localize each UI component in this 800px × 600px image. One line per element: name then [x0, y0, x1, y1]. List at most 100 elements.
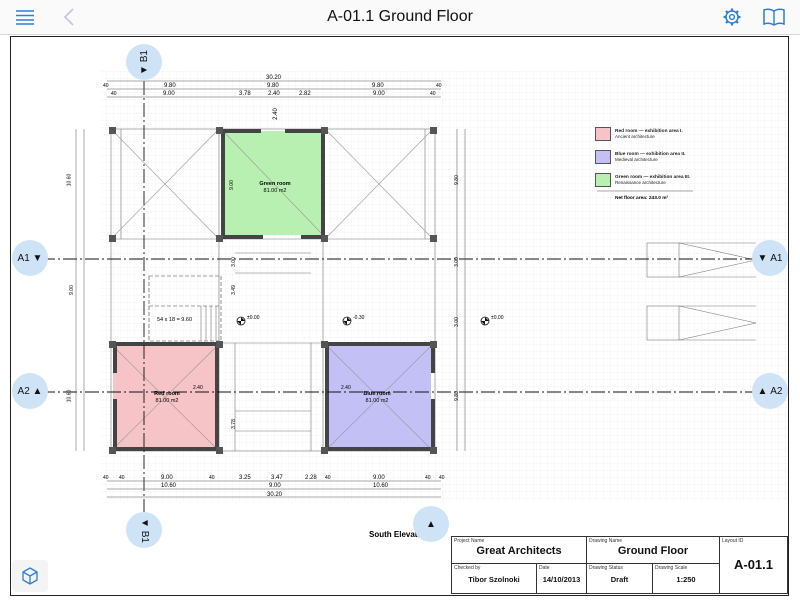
dim-top-r1-4: 40	[436, 83, 442, 89]
book-icon[interactable]	[759, 2, 789, 32]
marker-b1-top-label: B1	[138, 49, 150, 62]
dim-top-r1-0: 40	[103, 83, 109, 89]
dim-left-1: 9.00	[68, 285, 75, 295]
dim-door: 2.40	[272, 108, 279, 120]
dim-misc-3: 9.00	[228, 180, 235, 190]
tb-layout-id-value: A-01.1	[733, 557, 774, 572]
dim-top-r1-1: 9.80	[164, 83, 176, 89]
tb-checked-by-value: Tibor Szolnoki	[468, 575, 520, 584]
tb-date-value: 14/10/2013	[542, 575, 581, 584]
dim-bot-r2-2: 10.60	[373, 483, 389, 489]
level-1: -0.30	[353, 315, 365, 321]
dim-top-r2-5: 9.00	[373, 91, 385, 97]
dim-top-r1-2: 9.80	[267, 83, 279, 89]
blue-room-name: Blue room	[363, 391, 391, 397]
legend-swatch-green	[595, 173, 611, 187]
level-2: ±0.00	[491, 315, 504, 321]
section-marker-b1-bottom[interactable]: ▼ B1	[126, 512, 162, 548]
legend-swatch-blue	[595, 150, 611, 164]
section-marker-a1-left[interactable]: A1 ▼	[12, 240, 48, 276]
3d-view-button[interactable]	[12, 560, 48, 592]
drawing-sheet[interactable]: 30.20 40 9.80 9.80 9.80 40 40 9.00 3.78 …	[10, 36, 789, 596]
dim-right-3: 9.80	[453, 391, 460, 401]
floor-plan	[41, 71, 788, 521]
dim-top-r2-3: 2.40	[268, 91, 280, 97]
green-room-label: Green room 81.00 m2	[235, 181, 315, 195]
marker-a2-right-label: A2	[770, 385, 783, 397]
marker-a2-left-label: A2	[17, 385, 30, 397]
dim-bot-r1-1: 40	[119, 475, 125, 481]
dim-top-r2-0: 40	[111, 91, 117, 97]
dim-bot-r1-8: 9.00	[373, 475, 385, 481]
dim-bot-r1-4: 3.25	[239, 475, 251, 481]
section-marker-b1-top[interactable]: ▼ B1	[126, 44, 162, 80]
red-room-area: 81.00 m2	[155, 398, 179, 404]
legend-title-blue: Blue room — exhibition area II.	[615, 152, 686, 157]
dim-right-0: 9.80	[453, 175, 460, 185]
title-block: Project Name Great Architects Drawing Na…	[451, 536, 788, 594]
tb-drawing-status: Drawing Status Draft	[587, 564, 653, 593]
green-room-name: Green room	[259, 181, 291, 187]
tb-project-name-value: Great Architects	[476, 545, 562, 557]
legend-subtitle-blue: Medieval architecture	[615, 157, 658, 162]
tb-project-name-label: Project Name	[454, 538, 485, 544]
page-title: A-01.1 Ground Floor	[327, 8, 473, 25]
dim-misc-2: 3.78	[230, 419, 237, 429]
tb-drawing-status-label: Drawing Status	[589, 565, 623, 571]
legend-subtitle-green: Renaissance architecture	[615, 180, 666, 185]
dim-bot-r1-9: 40	[425, 475, 431, 481]
marker-a1-right-label: A1	[770, 252, 783, 264]
dim-top-r2-2: 3.78	[239, 91, 251, 97]
tb-drawing-scale-label: Drawing Scale	[655, 565, 688, 571]
marker-b1-bottom-label: B1	[138, 530, 150, 543]
blue-room-area: 81.00 m2	[365, 398, 389, 404]
back-arrow-icon[interactable]	[54, 2, 84, 32]
dim-bot-r1-7: 40	[325, 475, 331, 481]
marker-a1-left-label: A1	[17, 252, 30, 264]
legend-title-green: Green room — exhibition area III.	[615, 175, 691, 180]
dim-bot-r1-0: 40	[103, 475, 109, 481]
tb-date-label: Date	[539, 565, 550, 571]
green-room-area: 81.00 m2	[263, 188, 287, 194]
legend-subtitle-red: Ancient architecture	[615, 134, 655, 139]
legend-title-red: Red room — exhibition area I.	[615, 129, 683, 134]
dim-top-r2-1: 9.00	[163, 91, 175, 97]
dim-bot-r2-0: 10.60	[161, 483, 177, 489]
stair-label: 54 x 18 = 9.60	[157, 317, 193, 323]
tb-drawing-name-value: Ground Floor	[617, 545, 689, 557]
tb-checked-by-label: Checked by	[454, 565, 481, 571]
dim-bot-r1-3: 40	[209, 475, 215, 481]
blue-room-label: Blue room 81.00 m2	[337, 391, 417, 405]
dim-bot-r1-2: 9.00	[161, 475, 173, 481]
section-marker-a1-right[interactable]: ▼ A1	[752, 240, 788, 276]
south-elevation-label: South Elevation	[369, 530, 430, 539]
elevation-marker-south[interactable]: ▲	[413, 506, 449, 542]
dim-top-r2-6: 40	[430, 91, 436, 97]
legend-swatch-red	[595, 127, 611, 141]
net-area: Net floor area: 243.0 m²	[615, 196, 669, 201]
tb-drawing-scale-value: 1:250	[676, 575, 696, 584]
toolbar: A-01.1 Ground Floor	[0, 0, 800, 35]
dim-top-total: 30.20	[266, 75, 282, 81]
tb-drawing-scale: Drawing Scale 1:250	[653, 564, 720, 593]
tb-checked-by: Checked by Tibor Szolnoki	[452, 564, 537, 593]
dim-top-r2-4: 2.82	[299, 91, 311, 97]
red-room-name: Red room	[154, 391, 180, 397]
dim-bot-total: 30.20	[267, 492, 283, 498]
menu-icon[interactable]	[10, 2, 40, 32]
dim-left-0: 10.60	[66, 173, 73, 187]
tb-layout-id: Layout ID A-01.1	[720, 537, 787, 593]
tb-date: Date 14/10/2013	[537, 564, 587, 593]
tb-drawing-name-label: Drawing Name	[589, 538, 623, 544]
section-marker-a2-left[interactable]: A2 ▲	[12, 373, 48, 409]
tb-layout-id-label: Layout ID	[722, 538, 744, 544]
gear-icon[interactable]	[717, 2, 747, 32]
tb-drawing-status-value: Draft	[610, 575, 629, 584]
section-marker-a2-right[interactable]: ▲ A2	[752, 373, 788, 409]
tb-drawing-name: Drawing Name Ground Floor	[587, 537, 720, 564]
height-label-1: 2.40	[341, 385, 351, 391]
3d-view-icon	[22, 567, 38, 585]
dim-misc-1: 3.49	[230, 285, 237, 295]
level-0: ±0.00	[247, 315, 260, 321]
height-label-0: 2.40	[193, 385, 203, 391]
